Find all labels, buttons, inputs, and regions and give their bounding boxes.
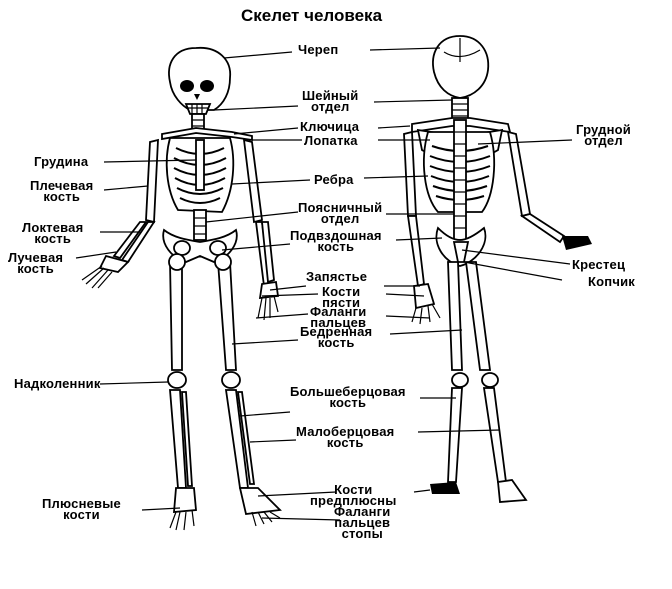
front-skeleton [81,47,282,531]
label-femur: Бедренная кость [300,324,373,350]
label-patella: Надколенник [14,376,101,391]
label-wrist: Запястье [306,269,368,284]
diagram-title: Скелет человека [241,6,383,25]
label-fibula: Малоберцовая кость [296,424,395,450]
leader-lines [75,47,573,521]
label-tibia: Большеберцовая кость [290,384,406,410]
label-sacrum: Крестец [572,257,626,272]
label-radius: Лучевая кость [8,250,64,276]
label-scapula: Лопатка [304,133,358,148]
label-clavicle: Ключица [300,119,360,134]
label-toe-phalanges: Фаланги пальцев стопы [334,504,391,541]
label-sternum: Грудина [34,154,89,169]
label-thoracic-spine: Грудной отдел [576,122,631,148]
label-skull: Череп [298,42,339,57]
label-cervical-spine: Шейный отдел [302,88,359,114]
label-metacarpals: Кости пясти [322,284,361,310]
label-coccyx: Копчик [588,274,635,289]
label-humerus: Плечевая кость [30,178,94,204]
label-lumbar-spine: Поясничный отдел [298,200,383,226]
label-ribs: Ребра [314,172,354,187]
label-ulna: Локтевая кость [22,220,84,246]
label-metatarsals: Плюсневые кости [42,496,121,522]
label-tarsals: Кости предплюсны [310,482,397,508]
label-ilium: Подвздошная кость [290,228,382,254]
label-finger-phalanges: Фаланги пальцев [310,304,367,330]
